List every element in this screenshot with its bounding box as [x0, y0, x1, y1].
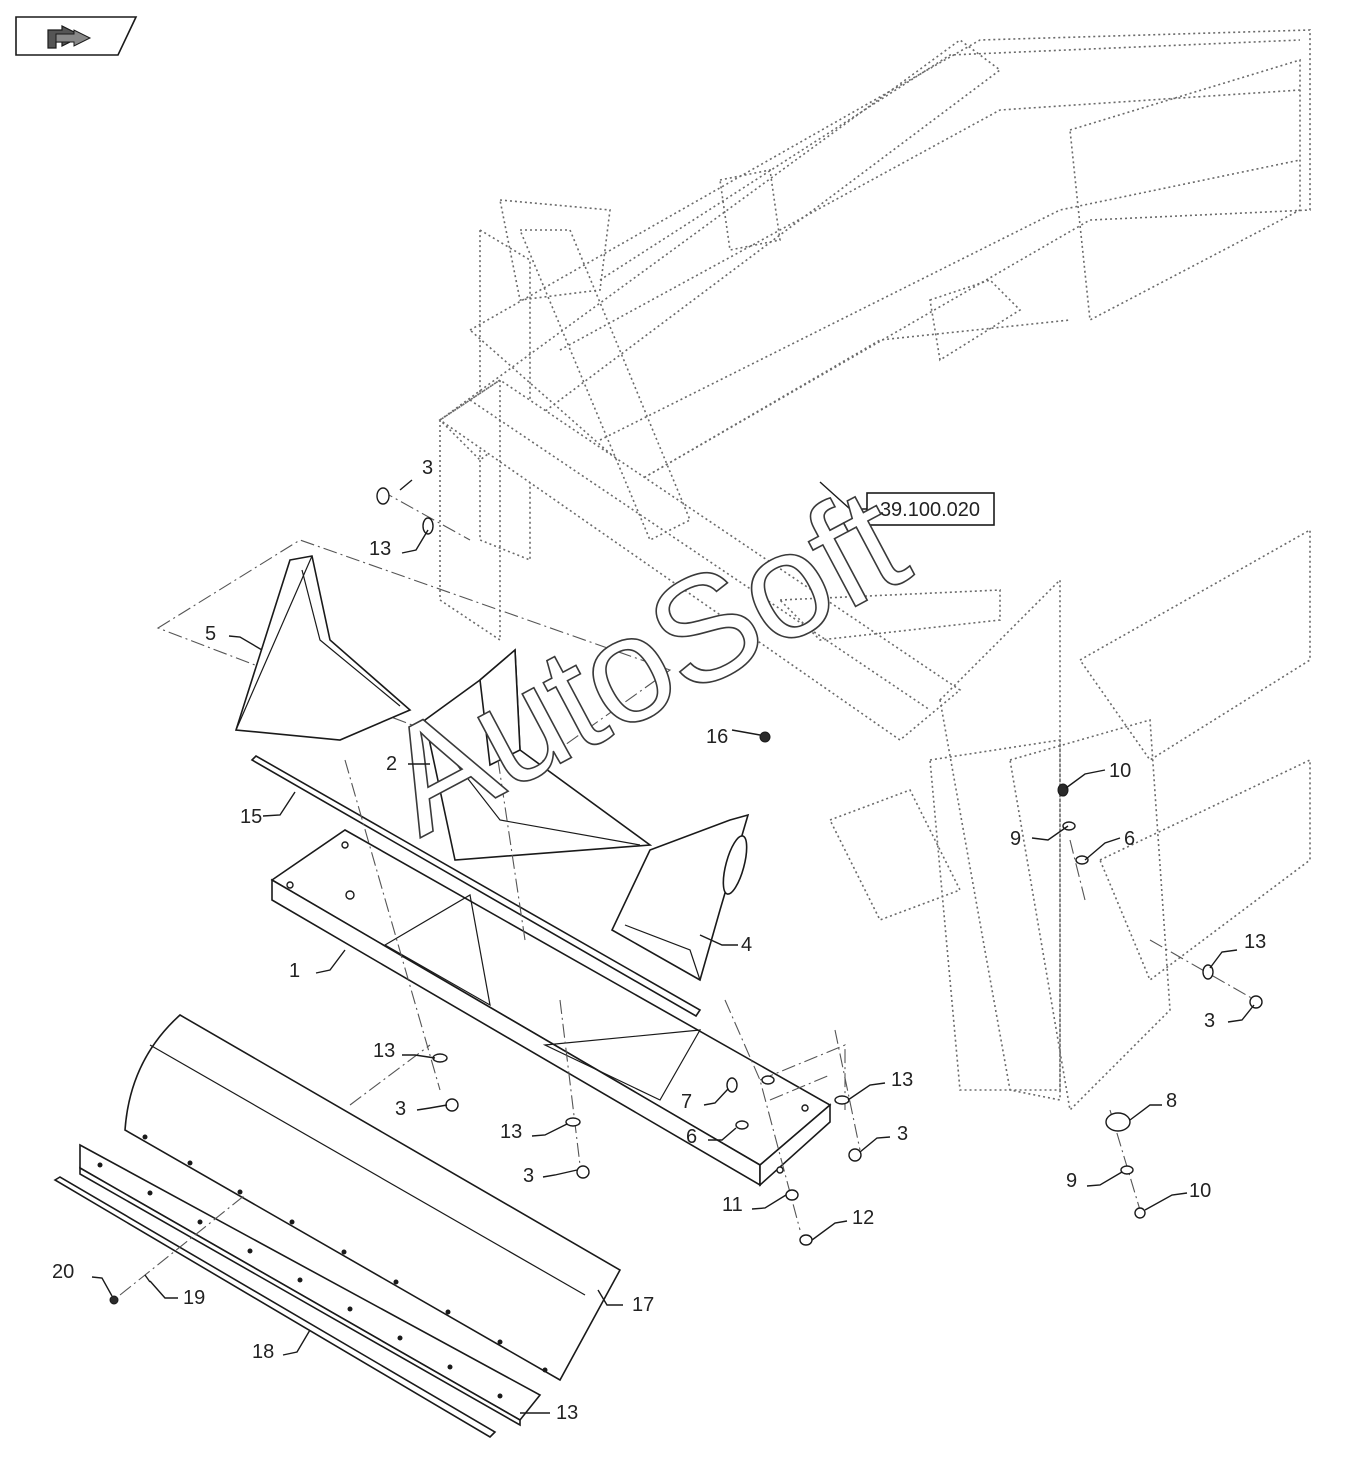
bolt-3-far-right — [1249, 995, 1263, 1009]
part-18-clamp-strip — [53, 1176, 497, 1439]
header-frame-phantom — [438, 29, 1311, 1112]
part-5-divider-cone — [234, 555, 412, 741]
washer-8 — [1105, 1112, 1131, 1132]
part-4-right-divider — [610, 813, 750, 982]
bolt-20 — [109, 1295, 119, 1305]
part-1-support-channel — [270, 829, 832, 1187]
washer-9-bottom — [1120, 1165, 1134, 1175]
washer-13-top — [422, 517, 434, 535]
cross-reference-label: 39.100.020 — [880, 499, 980, 521]
nut-10-bottom — [1134, 1207, 1146, 1219]
nut-10-top — [1057, 783, 1069, 797]
bolt-3-right — [848, 1148, 862, 1162]
washer-6-top — [1075, 855, 1089, 865]
nut-12 — [799, 1234, 813, 1246]
hole-marker — [761, 1075, 775, 1085]
cross-reference-box[interactable]: 39.100.020 — [819, 481, 995, 526]
part-14-strip — [250, 755, 702, 1018]
callout-7: 7 — [681, 1091, 692, 1113]
washer-13-left — [432, 1053, 448, 1063]
callout-13: 13 — [1244, 931, 1266, 953]
callout-13: 13 — [891, 1069, 913, 1091]
callout-15: 16 — [706, 726, 728, 748]
bolt-3-left — [445, 1098, 459, 1112]
callout-9: 9 — [1066, 1170, 1077, 1192]
washer-13-right — [834, 1095, 850, 1105]
alignment-plane — [156, 539, 672, 771]
callout-5: 5 — [205, 623, 216, 645]
bolt-15 — [759, 731, 771, 743]
callout-6: 6 — [1124, 828, 1135, 850]
callout-20: 20 — [52, 1261, 74, 1283]
callout-11: 11 — [722, 1194, 743, 1216]
return-arrow-icon — [47, 25, 92, 49]
washer-13-far-right — [1202, 964, 1214, 980]
part-2-center-divider — [424, 648, 653, 861]
part-17-rubber-flap — [79, 1143, 542, 1427]
callout-3: 3 — [897, 1123, 908, 1145]
washer-6-lower — [735, 1120, 749, 1130]
callout-8: 8 — [1166, 1090, 1177, 1112]
callout-14: 15 — [240, 806, 262, 828]
callout-3: 3 — [422, 457, 433, 479]
washer-11 — [785, 1189, 799, 1201]
fasteners — [109, 487, 1263, 1305]
callout-3: 3 — [1204, 1010, 1215, 1032]
callout-13: 13 — [500, 1121, 522, 1143]
callout-17: 13 — [556, 1402, 578, 1424]
callout-2: 2 — [386, 753, 397, 775]
callout-3: 3 — [523, 1165, 534, 1187]
nav-button[interactable] — [15, 16, 138, 56]
callout-10: 10 — [1109, 760, 1131, 782]
callout-19: 19 — [183, 1287, 205, 1309]
bolt-3-mid — [576, 1165, 590, 1179]
callout-13: 13 — [373, 1040, 395, 1062]
callout-3: 3 — [395, 1098, 406, 1120]
callout-10: 10 — [1189, 1180, 1211, 1202]
part-16-deflector-sheet — [124, 1014, 622, 1382]
washer-13-mid — [565, 1117, 581, 1127]
callout-labels: 3 13 5 2 15 1 4 16 10 9 6 13 3 8 9 10 13… — [52, 457, 1266, 1424]
callout-9: 9 — [1010, 828, 1021, 850]
callout-6: 6 — [686, 1126, 697, 1148]
callout-1: 1 — [289, 960, 300, 982]
callout-leaders — [91, 479, 1255, 1414]
callout-12: 12 — [852, 1207, 874, 1229]
callout-16: 17 — [632, 1294, 654, 1316]
washer-19 — [144, 1274, 151, 1283]
callout-4: 4 — [741, 934, 752, 956]
bolt-7 — [726, 1077, 738, 1093]
bolt-3-top — [376, 487, 390, 505]
callout-18: 18 — [252, 1341, 274, 1363]
callout-13: 13 — [369, 538, 391, 560]
